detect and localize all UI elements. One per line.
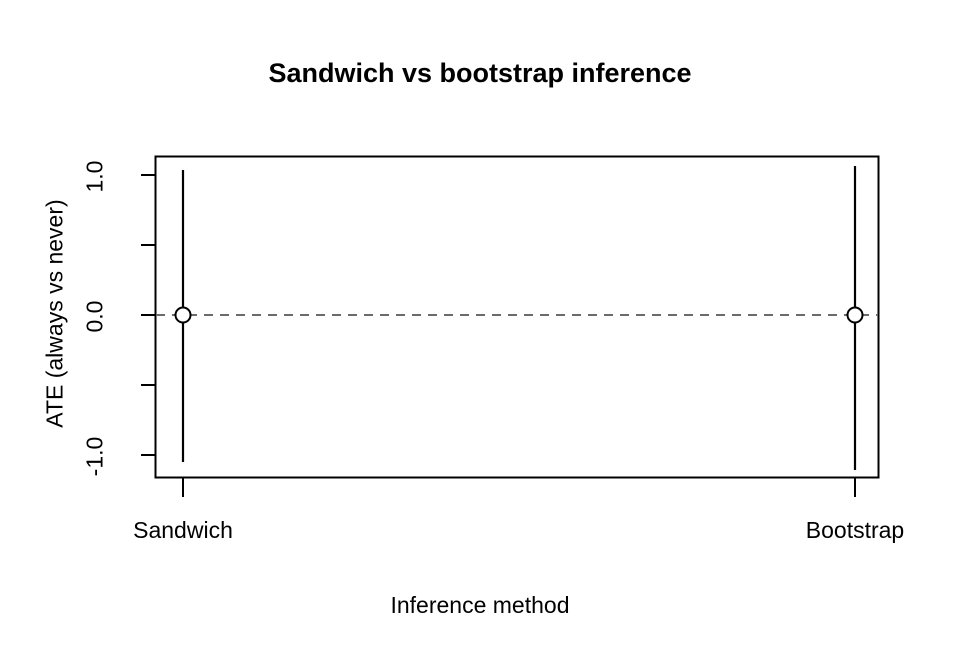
series-point-sandwich	[174, 170, 192, 462]
point-marker-sandwich	[174, 306, 192, 324]
y-axis-ticks	[141, 174, 156, 456]
series-point-bootstrap	[846, 166, 864, 470]
x-axis-ticks	[182, 478, 856, 497]
point-marker-bootstrap	[846, 306, 864, 324]
x-tick-label-bootstrap: Bootstrap	[805, 517, 905, 543]
x-tick-label-sandwich: Sandwich	[133, 517, 233, 543]
chart-title: Sandwich vs bootstrap inference	[268, 58, 692, 88]
x-axis-title: Inference method	[390, 592, 570, 618]
plot-box-frame	[154, 155, 880, 479]
